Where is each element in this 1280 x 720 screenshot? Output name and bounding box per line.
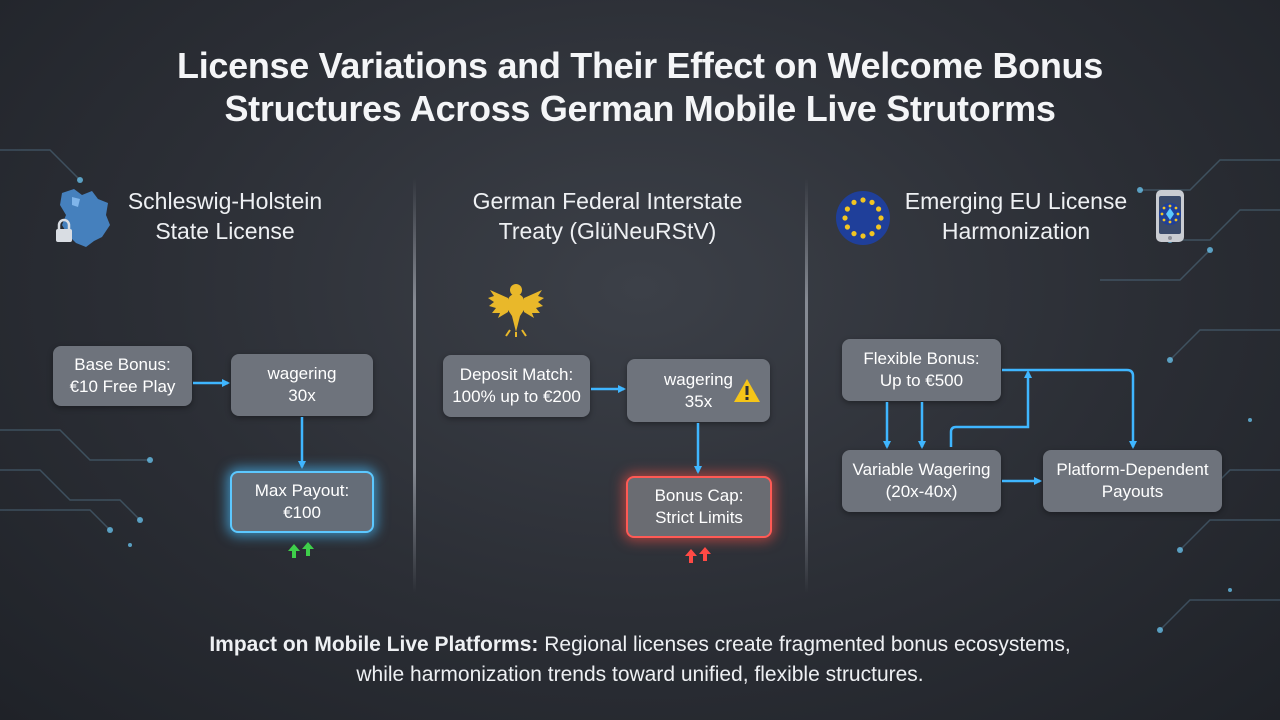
footer-line-2: while harmonization trends toward unifie… <box>356 663 924 686</box>
flexible-bonus-node: Flexible Bonus: Up to €500 <box>842 339 1001 401</box>
node-value: Strict Limits <box>655 508 743 527</box>
variable-wagering-node: Variable Wagering (20x-40x) <box>842 450 1001 512</box>
footer-line-1: Impact on Mobile Live Platforms: Regiona… <box>120 630 1160 660</box>
eu-stars-icon <box>836 191 890 245</box>
page-title: License Variations and Their Effect on W… <box>90 44 1190 130</box>
max-payout-node: Max Payout: €100 <box>230 471 374 533</box>
node-value: Up to €500 <box>879 371 964 390</box>
footer-bold-label: Impact on Mobile Live Platforms: <box>209 633 539 656</box>
column-divider-left <box>413 178 416 593</box>
column-title-line-2: Treaty (GlüNeuRStV) <box>498 218 717 244</box>
column-divider-right <box>805 178 808 593</box>
node-label: wagering <box>267 364 337 383</box>
arrow-flexible-to-payouts <box>1002 368 1137 449</box>
title-line-2: Structures Across German Mobile Live Str… <box>224 88 1056 129</box>
node-label: Base Bonus: <box>74 355 171 374</box>
node-label: Deposit Match: <box>459 365 574 384</box>
column-title-line-2: Harmonization <box>941 218 1091 244</box>
mobile-phone-eu-icon <box>1156 190 1184 242</box>
footer-text-1: Regional licenses create fragmented bonu… <box>538 633 1071 656</box>
column-title-line-2: State License <box>155 218 295 244</box>
node-label: Flexible Bonus: <box>863 349 980 368</box>
node-label: Bonus Cap: <box>654 486 744 505</box>
column-title-line-1: Schleswig-Holstein <box>127 188 323 214</box>
platform-payouts-node: Platform-Dependent Payouts <box>1043 450 1222 512</box>
node-label: wagering <box>664 369 733 389</box>
wagering-node: wagering 30x <box>231 354 373 416</box>
node-label: Variable Wagering <box>852 460 991 479</box>
up-arrows-icon <box>685 547 711 563</box>
column-title-federal-treaty: German Federal Interstate Treaty (GlüNeu… <box>440 186 775 246</box>
warning-icon <box>734 379 760 402</box>
node-value: 35x <box>684 391 713 411</box>
column-title-line-1: German Federal Interstate <box>472 188 743 214</box>
bonus-cap-node: Bonus Cap: Strict Limits <box>626 476 772 538</box>
column-title-line-1: Emerging EU License <box>904 188 1128 214</box>
deposit-match-node: Deposit Match: 100% up to €200 <box>443 355 590 417</box>
german-eagle-icon <box>488 284 544 337</box>
up-arrows-icon <box>288 542 314 558</box>
node-value: Payouts <box>1101 482 1164 501</box>
column-title-schleswig-holstein: Schleswig-Holstein State License <box>100 186 350 246</box>
node-value: 30x <box>288 386 316 405</box>
node-label: Max Payout: <box>254 481 350 500</box>
node-value: 100% up to €200 <box>452 387 581 406</box>
node-value: €100 <box>283 503 321 522</box>
impact-footer: Impact on Mobile Live Platforms: Regiona… <box>120 630 1160 690</box>
node-value: (20x-40x) <box>885 482 958 501</box>
schleswig-holstein-map-lock-icon <box>56 189 110 247</box>
title-line-1: License Variations and Their Effect on W… <box>177 45 1103 86</box>
node-value: €10 Free Play <box>69 377 176 396</box>
column-title-eu-harmonization: Emerging EU License Harmonization <box>888 186 1144 246</box>
node-label: Platform-Dependent <box>1056 460 1209 479</box>
base-bonus-node: Base Bonus: €10 Free Play <box>53 346 192 406</box>
